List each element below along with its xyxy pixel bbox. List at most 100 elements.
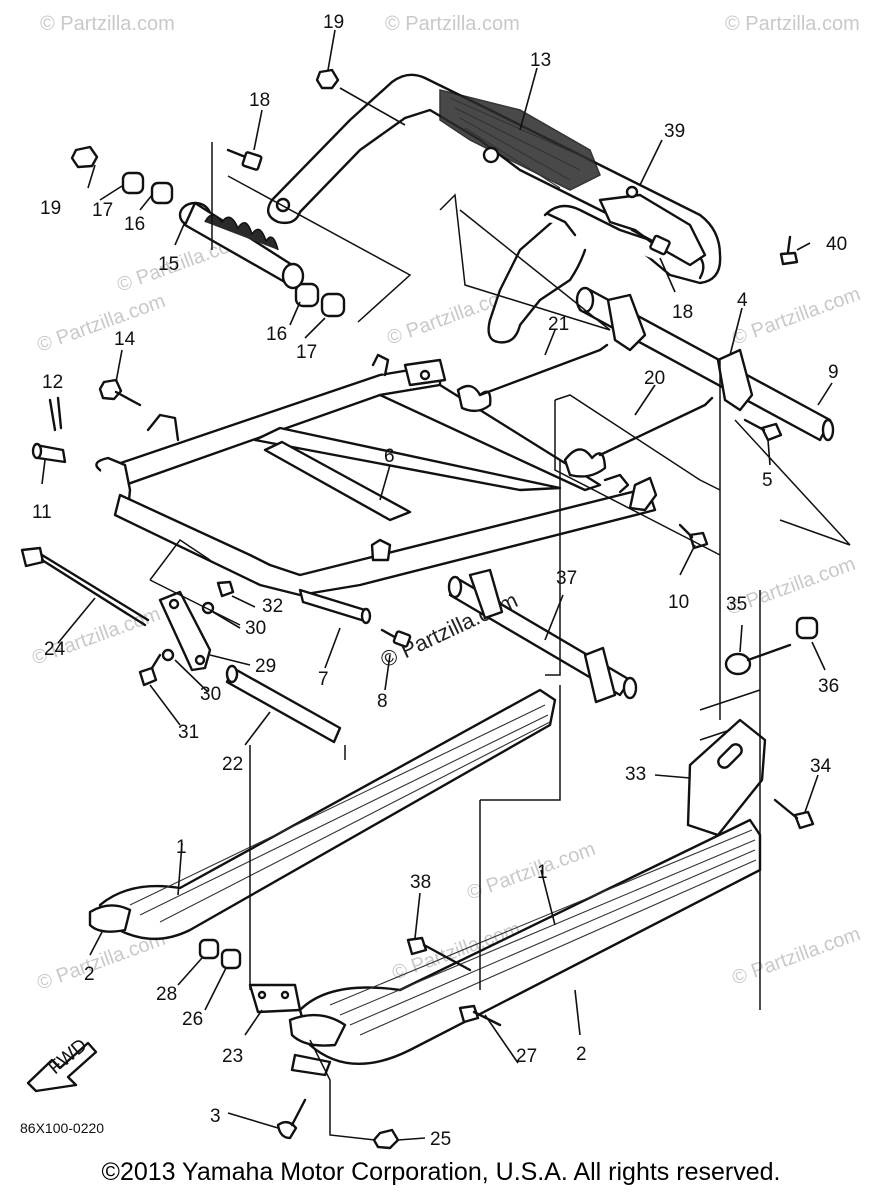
plate-part-33 [686,718,767,837]
callout-19: 19 [40,198,61,219]
callout-5: 5 [762,470,773,491]
shock-absorber-part-15 [178,201,305,290]
callout-31: 31 [178,722,199,743]
callout-17: 17 [296,342,317,363]
nut-part-32 [216,580,235,598]
callout-13: 13 [530,50,551,71]
callout-1: 1 [176,837,187,858]
slide-rail-right-part-1 [288,818,762,1077]
callout-16: 16 [266,324,287,345]
callout-3: 3 [210,1106,221,1127]
rod-part-22 [225,664,342,744]
watermark: © Partzilla.com [725,13,860,35]
callout-20: 20 [644,368,665,389]
callout-35: 35 [726,594,747,615]
callout-15: 15 [158,254,179,275]
callout-23: 23 [222,1046,243,1067]
clip-part-12 [48,396,63,432]
callout-21: 21 [548,314,569,335]
nut-part-25 [372,1128,400,1150]
callout-11: 11 [32,502,52,523]
callout-29: 29 [255,656,276,677]
washer-part-30 [161,601,215,662]
callout-36: 36 [818,676,839,697]
bolt-part-34 [773,798,815,830]
spring-part-21 [456,343,609,413]
callout-10: 10 [668,592,689,613]
bushings-part-16-17 [121,171,346,318]
bolt-part-31 [138,653,162,687]
watermark: © Partzilla.com [729,283,863,350]
bolt-part-8 [380,628,412,648]
callout-labels: 19 13 39 18 19 17 16 15 16 17 40 18 4 9 … [32,12,847,1150]
collar-part-36 [795,616,819,640]
bolt-part-10 [678,523,709,550]
assembly-lines [149,193,851,1141]
watermark: © Partzilla.com [464,838,598,905]
watermark: © Partzilla.com [385,13,520,35]
callout-16: 16 [124,214,145,235]
collar-part-35 [724,643,792,676]
nut-part-19-top [315,68,340,90]
callout-9: 9 [828,362,839,383]
callout-39: 39 [664,121,685,142]
bolt-part-38 [406,936,472,972]
callout-1: 1 [537,862,548,883]
callout-27: 27 [516,1046,537,1067]
block-part-23 [248,983,302,1014]
callout-33: 33 [625,764,646,785]
bolt-part-18-upper [226,148,263,171]
spring-part-20 [563,396,714,478]
callout-22: 22 [222,754,243,775]
bolt-part-18-lower [630,228,671,256]
bolt-part-40 [779,235,799,266]
collar-part-28 [198,938,220,960]
main-frame-part-6 [95,353,658,597]
callout-32: 32 [262,596,283,617]
callout-30: 30 [245,618,266,639]
callout-7: 7 [318,669,329,690]
callout-12: 12 [42,372,63,393]
callout-25: 25 [430,1129,451,1150]
shaft-part-37 [447,568,638,704]
callout-8: 8 [377,691,388,712]
bracket-part-39 [598,185,707,267]
screw-part-3 [276,1098,307,1140]
callout-24: 24 [44,639,66,660]
callout-38: 38 [410,872,431,893]
long-bolt-part-24 [20,546,150,627]
upper-arm-part-13 [266,73,722,344]
callout-37: 37 [556,568,577,589]
shaft-part-7 [298,588,372,625]
watermark: © Partzilla.com [34,290,168,357]
callout-18: 18 [249,90,270,111]
drawing-code: 86X100-0220 [20,1120,104,1136]
watermark: © Partzilla.com [729,923,863,990]
shaft-part-4 [575,286,835,442]
rod-part-11 [31,442,67,464]
callout-34: 34 [810,756,832,777]
assembly-bracket-line [211,142,412,323]
copyright-notice: ©2013 Yamaha Motor Corporation, U.S.A. A… [101,1158,781,1186]
callout-17: 17 [92,200,113,221]
callout-14: 14 [114,329,136,350]
bolt-part-14 [98,378,142,407]
callout-40: 40 [826,234,847,255]
callout-18: 18 [672,302,693,323]
nut-part-19-left [70,145,99,169]
callout-26: 26 [182,1009,203,1030]
watermark: © Partzilla.com [40,13,175,35]
callout-6: 6 [384,446,395,467]
bolt-part-5 [743,418,783,442]
callout-4: 4 [737,290,748,311]
fwd-arrow-icon: FWD [26,1035,98,1093]
callout-30: 30 [200,684,221,705]
collar-part-26 [220,948,242,970]
callout-2: 2 [84,964,95,985]
callout-28: 28 [156,984,177,1005]
callout-19: 19 [323,12,344,33]
slide-rail-left-part-1 [88,688,557,940]
callout-2: 2 [576,1044,587,1065]
callout-leaders [41,29,833,1141]
